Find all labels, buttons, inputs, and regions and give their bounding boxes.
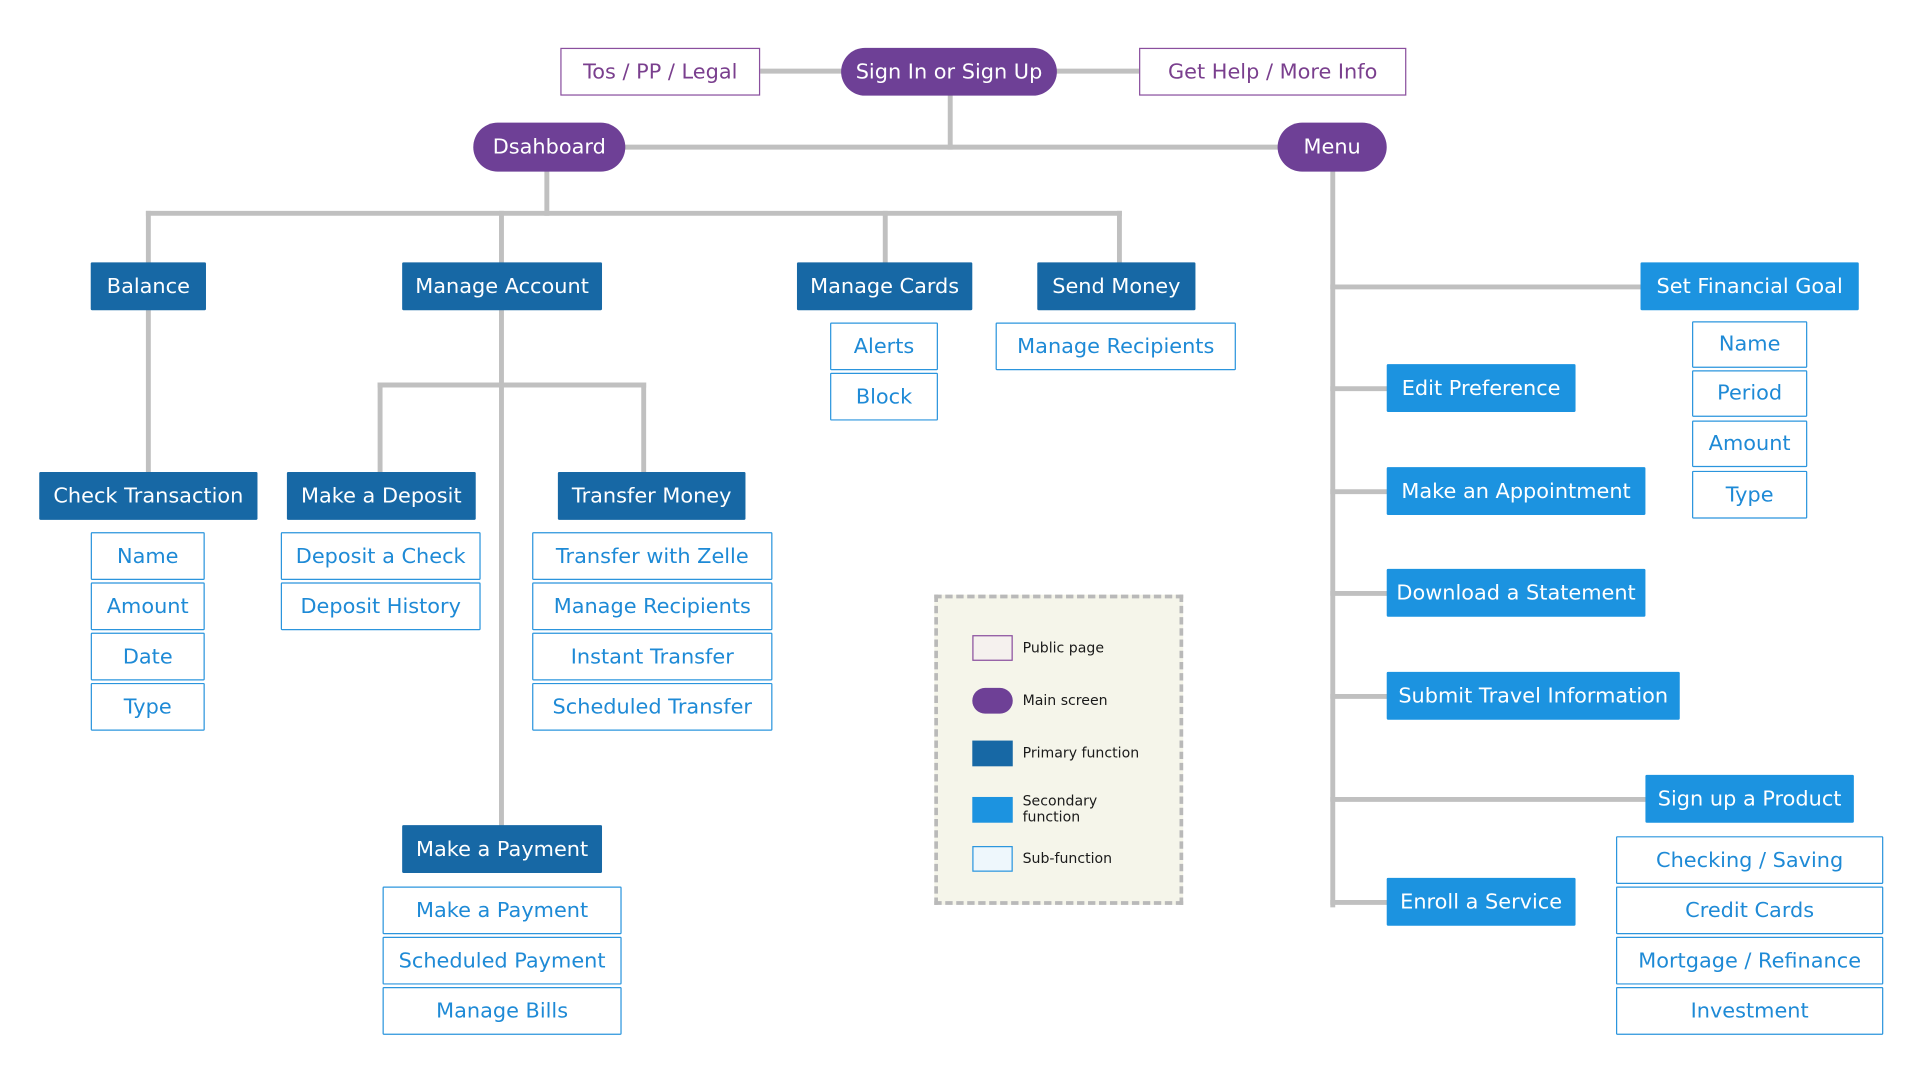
node-scheduled-transfer[interactable]: Scheduled Transfer [532, 682, 773, 731]
node-goal-amount[interactable]: Amount [1692, 420, 1808, 468]
node-ct-name[interactable]: Name [90, 532, 205, 580]
node-transfer-zelle[interactable]: Transfer with Zelle [532, 532, 773, 580]
legend-label-primary: Primary function [1022, 744, 1140, 762]
node-manage-recipients-transfer[interactable]: Manage Recipients [532, 582, 773, 631]
legend-row-primary: Primary function [972, 740, 1140, 767]
node-goal-name[interactable]: Name [1692, 321, 1808, 368]
node-get-help[interactable]: Get Help / More Info [1139, 47, 1407, 96]
legend-row-public: Public page [972, 635, 1104, 661]
node-make-appointment[interactable]: Make an Appointment [1386, 467, 1646, 515]
legend-row-sub: Sub-function [972, 846, 1112, 872]
node-dashboard[interactable]: Dsahboard [473, 122, 626, 172]
legend-label-sub: Sub-function [1022, 849, 1113, 867]
legend: Public page Main screen Primary function… [934, 594, 1184, 905]
node-balance[interactable]: Balance [90, 262, 206, 311]
node-transfer-money[interactable]: Transfer Money [557, 472, 746, 520]
node-scheduled-payment[interactable]: Scheduled Payment [382, 936, 622, 985]
node-goal-type[interactable]: Type [1692, 470, 1808, 519]
node-submit-travel[interactable]: Submit Travel Information [1386, 671, 1680, 720]
node-edit-preference[interactable]: Edit Preference [1386, 364, 1576, 412]
legend-swatch-sub [972, 846, 1013, 872]
node-make-deposit[interactable]: Make a Deposit [286, 472, 476, 520]
node-deposit-check[interactable]: Deposit a Check [280, 532, 481, 580]
node-sign-in-sign-up[interactable]: Sign In or Sign Up [841, 47, 1057, 96]
node-make-payment[interactable]: Make a Payment [402, 825, 603, 873]
node-goal-period[interactable]: Period [1692, 370, 1808, 417]
node-manage-recipients-send[interactable]: Manage Recipients [995, 322, 1236, 371]
node-mortgage-refinance[interactable]: Mortgage / Refinance [1615, 936, 1884, 985]
node-tos-legal[interactable]: Tos / PP / Legal [560, 47, 761, 96]
node-manage-account[interactable]: Manage Account [402, 262, 603, 311]
node-ct-amount[interactable]: Amount [90, 582, 205, 631]
node-block[interactable]: Block [830, 372, 938, 421]
node-credit-cards[interactable]: Credit Cards [1615, 886, 1884, 935]
node-ct-date[interactable]: Date [90, 632, 205, 681]
node-deposit-history[interactable]: Deposit History [280, 582, 481, 631]
node-menu[interactable]: Menu [1277, 122, 1387, 172]
node-checking-saving[interactable]: Checking / Saving [1615, 836, 1884, 885]
legend-label-public: Public page [1022, 638, 1105, 656]
legend-row-secondary: Secondary function [972, 793, 1098, 825]
node-download-statement[interactable]: Download a Statement [1386, 568, 1646, 617]
legend-swatch-primary [972, 740, 1013, 767]
legend-row-main: Main screen [972, 687, 1108, 714]
node-manage-cards[interactable]: Manage Cards [796, 262, 973, 311]
node-check-transaction[interactable]: Check Transaction [39, 472, 258, 520]
node-send-money[interactable]: Send Money [1037, 262, 1196, 311]
legend-swatch-public [972, 635, 1013, 661]
legend-label-secondary: Secondary function [1022, 792, 1098, 826]
node-ct-type[interactable]: Type [90, 682, 205, 731]
node-mp-make-payment[interactable]: Make a Payment [382, 886, 622, 935]
legend-swatch-main [972, 687, 1013, 714]
node-instant-transfer[interactable]: Instant Transfer [532, 632, 773, 681]
node-investment[interactable]: Investment [1615, 987, 1884, 1035]
node-alerts[interactable]: Alerts [830, 322, 938, 371]
node-sign-up-product[interactable]: Sign up a Product [1645, 774, 1854, 823]
legend-label-main: Main screen [1022, 691, 1108, 709]
node-set-financial-goal[interactable]: Set Financial Goal [1640, 262, 1859, 311]
node-enroll-service[interactable]: Enroll a Service [1386, 877, 1576, 926]
legend-swatch-secondary [972, 796, 1013, 823]
node-manage-bills[interactable]: Manage Bills [382, 987, 622, 1035]
